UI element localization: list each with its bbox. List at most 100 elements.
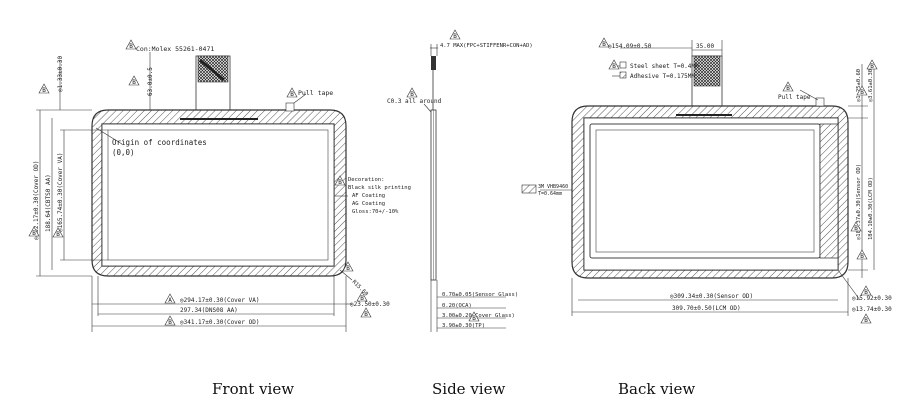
front-decoration-ag: AG Coating — [352, 201, 385, 207]
svg-text:A: A — [168, 297, 172, 304]
back-steel-sheet — [693, 55, 721, 87]
front-cover-od-height: ◎232.17±0.30(Cover OD) — [33, 161, 40, 240]
back-badge: B — [850, 221, 862, 232]
front-pull-tape-label: Pull tape — [298, 89, 333, 97]
back-top-offset: ◎154.09±0.50 — [608, 43, 652, 50]
svg-text:B: B — [32, 230, 36, 237]
back-steel-label: Steel sheet T=0.4MM — [630, 63, 699, 70]
front-badge: B — [52, 227, 64, 238]
svg-text:B: B — [472, 315, 476, 322]
svg-text:B: B — [360, 295, 364, 302]
back-sensor-area — [595, 129, 815, 253]
back-steel-legend-swatch — [619, 61, 627, 69]
front-badge: B — [38, 83, 50, 94]
front-decoration-gloss: Gloss:70+/-10% — [352, 209, 399, 215]
back-badge: B — [856, 249, 868, 260]
front-origin-coords: (0,0) — [112, 148, 135, 157]
front-badge: A — [164, 293, 176, 304]
back-lcm-od-width: 309.70±0.50(LCM OD) — [672, 305, 741, 312]
front-cover-va-width: ◎294.17±0.30(Cover VA) — [180, 297, 259, 304]
back-view: ◎154.09±0.50 35.00 Steel sheet T=0.4MM A… — [521, 37, 892, 324]
side-chamfer-label: C0.3 all around — [387, 98, 442, 105]
back-vhb-legend-swatch — [521, 184, 537, 194]
front-aa-width: 297.34(DNS08 AA) — [180, 307, 238, 314]
svg-text:B: B — [364, 311, 368, 318]
svg-text:B: B — [346, 265, 350, 272]
back-right-top-offset-2: ◎3.61±0.30 — [868, 69, 874, 102]
svg-text:B: B — [132, 79, 136, 86]
front-connector-label: Con:Molex 55261-0471 — [136, 45, 214, 53]
side-max-thickness: 4.7 MAX(FPC+STIFFENR+CON+AD) — [440, 43, 533, 49]
back-vhb-thickness: T=0.64mm — [538, 191, 562, 197]
side-sensor-glass: 0.70±0.05(Sensor Glass) — [442, 292, 518, 298]
back-right-top-offset-1: ◎1.25±0.60 — [856, 69, 862, 102]
front-badge: B — [128, 75, 140, 86]
svg-text:B: B — [453, 33, 457, 40]
back-badge: B — [866, 59, 878, 70]
front-badge: B — [28, 226, 40, 237]
back-badge: B — [856, 85, 868, 96]
svg-text:B: B — [168, 319, 172, 326]
front-view: Con:Molex 55261-0471 Pull tape Origin of… — [28, 39, 411, 332]
side-cover-glass: 3.00±0.20(Cover Glass) — [442, 313, 515, 319]
back-pull-tape-tab — [815, 97, 825, 107]
side-badge: B — [449, 29, 461, 40]
front-aa-height: 188.64(CBTS0 AA) — [45, 174, 52, 232]
front-badge: B — [286, 87, 298, 98]
svg-text:B: B — [290, 91, 294, 98]
caption-side-view: Side view — [432, 380, 505, 398]
caption-back-view: Back view — [618, 380, 695, 398]
front-cover-va-height: ◎165.74±0.30(Cover VA) — [57, 153, 64, 232]
back-badge: B — [860, 313, 872, 324]
back-adhesive-legend-swatch — [619, 71, 627, 79]
front-decoration-print: Black silk printing — [348, 185, 411, 191]
front-badge: B — [125, 39, 137, 50]
back-badge: B — [782, 81, 794, 92]
back-sensor-od-height: ◎186.37±0.30(Sensor OD) — [856, 164, 862, 240]
side-badge: B — [468, 311, 480, 322]
side-oca: 0.20(OCA) — [442, 303, 472, 309]
svg-text:B: B — [56, 231, 60, 238]
svg-text:B: B — [338, 179, 342, 186]
side-connector — [431, 56, 436, 70]
side-total-thickness: 3.90±0.30(TP) — [442, 323, 485, 329]
back-vhb-label: 3M VHB9460 — [538, 184, 568, 190]
front-pull-tape-tab — [285, 102, 295, 112]
svg-text:B: B — [860, 89, 864, 96]
back-adhesive-strip — [819, 123, 839, 259]
svg-text:B: B — [870, 63, 874, 70]
svg-text:B: B — [860, 253, 864, 260]
svg-text:B: B — [786, 85, 790, 92]
back-bottom-right-offset-1: ◎15.92±0.30 — [852, 295, 892, 302]
back-sensor-od-width: ◎309.34±0.30(Sensor OD) — [670, 293, 753, 300]
front-view-area — [107, 129, 329, 261]
caption-front-view: Front view — [212, 380, 294, 398]
back-badge: B — [598, 37, 610, 48]
side-view: 4.7 MAX(FPC+STIFFENR+CON+AD) C0.3 all ar… — [387, 29, 533, 332]
front-cover-od-width: ◎341.17±0.30(Cover OD) — [180, 319, 259, 326]
front-origin-label: Origin of coordinates — [112, 138, 207, 147]
svg-text:B: B — [864, 317, 868, 324]
front-active-area — [101, 123, 335, 267]
front-badge: B — [360, 307, 372, 318]
svg-text:B: B — [602, 41, 606, 48]
front-badge: B — [356, 291, 368, 302]
front-top-offset: ◎1.33±0.30 — [57, 55, 64, 92]
front-badge: B — [334, 175, 346, 186]
front-decoration-af: AF Coating — [352, 193, 385, 199]
back-pull-tape-label: Pull tape — [778, 94, 811, 101]
svg-text:B: B — [612, 63, 616, 70]
front-right-offset: ◎23.50±0.30 — [350, 301, 390, 308]
back-badge: B — [860, 285, 872, 296]
front-badge: B — [342, 261, 354, 272]
front-stiffener-shade — [199, 58, 225, 82]
back-lcm-od-height: 184.10±0.30(LCM OD) — [868, 177, 874, 240]
side-badge: B — [406, 87, 418, 98]
svg-text:B: B — [410, 91, 414, 98]
back-badge: B — [608, 59, 620, 70]
svg-text:B: B — [864, 289, 868, 296]
svg-text:B: B — [854, 225, 858, 232]
back-bottom-right-offset-2: ◎13.74±0.30 — [852, 306, 892, 313]
